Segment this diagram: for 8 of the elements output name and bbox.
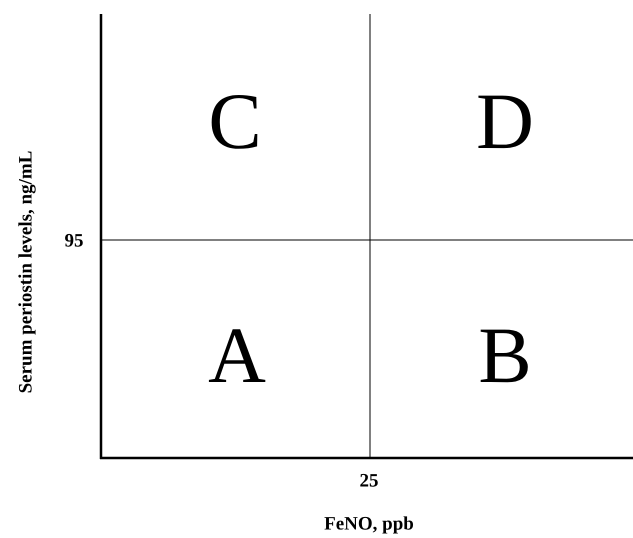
axis-title: FeNO, ppb [324, 514, 414, 534]
quadrant-letter: A [208, 316, 266, 396]
quadrant-letter: D [476, 82, 534, 162]
tick-label: 95 [64, 232, 84, 250]
tick-label: 25 [360, 472, 378, 490]
axis-title: Serum periostin levels, ng/mL [16, 150, 36, 394]
quadrant-letter: B [478, 316, 532, 396]
quadrant-letter: C [208, 82, 262, 162]
